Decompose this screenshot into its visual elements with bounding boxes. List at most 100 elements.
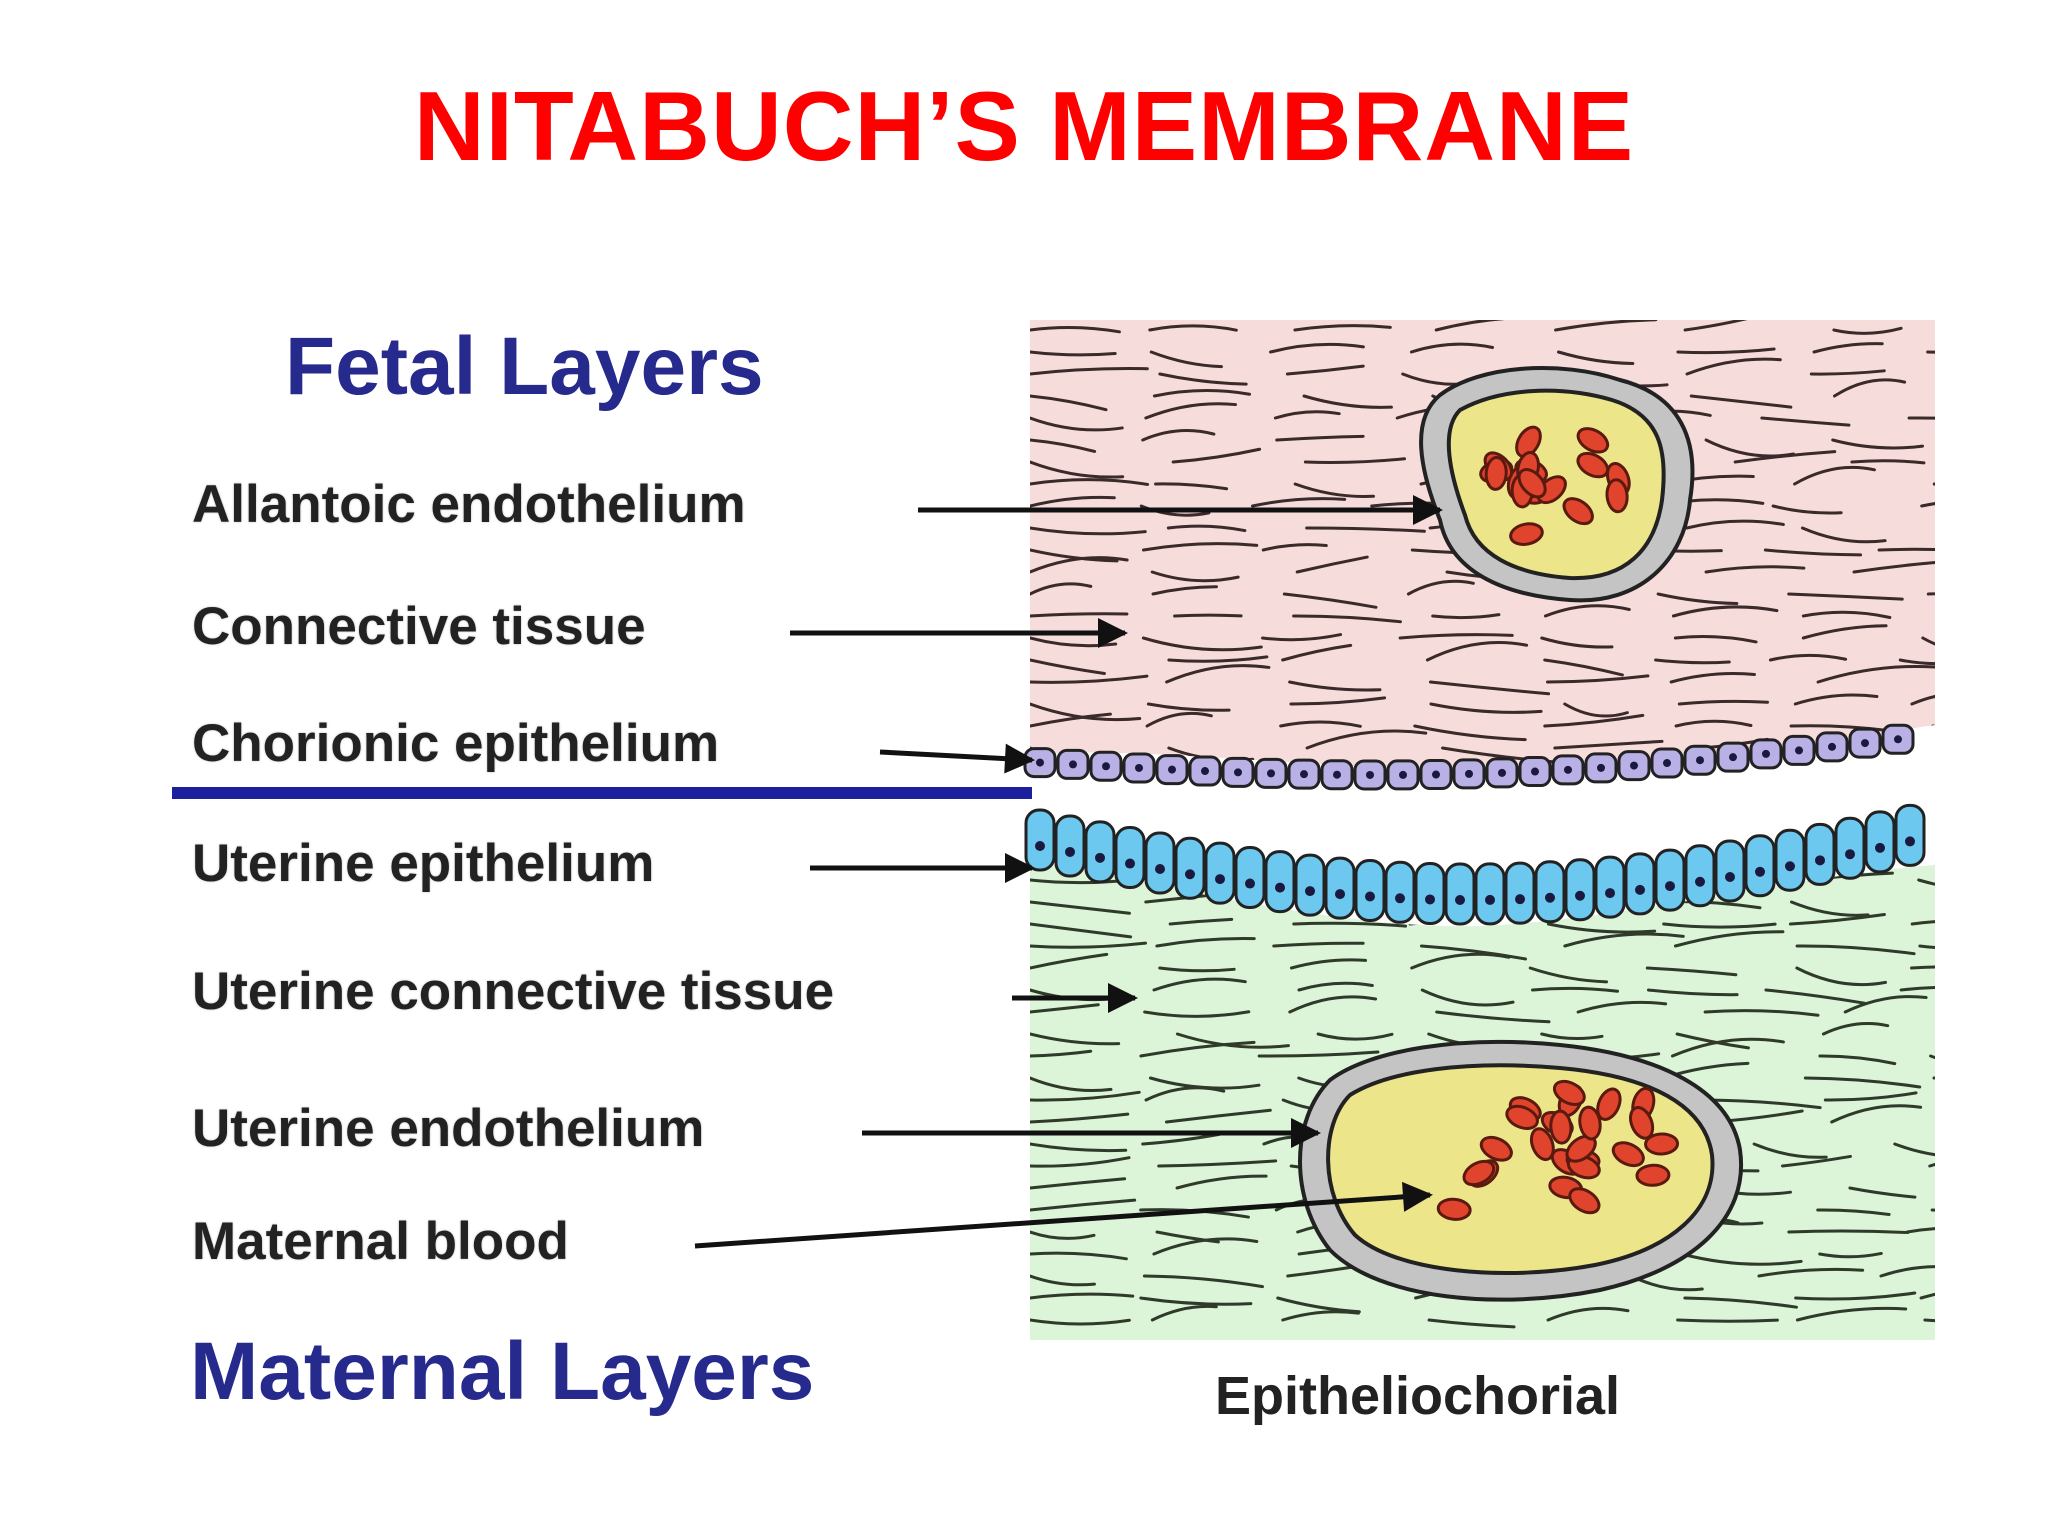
fetal-fiber	[1141, 636, 1263, 652]
label-allantoic-endothelium: Allantoic endothelium	[192, 475, 746, 534]
fetal-fiber	[1733, 450, 1837, 464]
uterine-epithelial-cell	[1204, 841, 1236, 905]
red-blood-cell	[1562, 497, 1594, 526]
uterine-epithelial-cell	[1774, 828, 1806, 892]
uterine-nucleus	[1215, 874, 1225, 885]
chorionic-nucleus	[1267, 769, 1275, 778]
chorionic-nucleus	[1630, 761, 1638, 770]
uterine-epithelial-cell	[1324, 856, 1356, 920]
maternal-fiber	[1703, 1009, 1820, 1017]
uterine-nucleus	[1365, 891, 1375, 902]
red-blood-cell	[1505, 1104, 1539, 1130]
uterine-nucleus	[1095, 852, 1105, 863]
chorionic-nucleus	[1696, 756, 1704, 765]
uterine-nucleus	[1245, 878, 1255, 889]
fetal-fiber	[1030, 394, 1108, 412]
red-blood-cell	[1549, 1109, 1573, 1145]
fetal-fiber	[1683, 320, 1758, 332]
red-blood-cell	[1552, 1079, 1586, 1106]
fetal-fiber	[1429, 702, 1543, 714]
maternal-fiber	[1410, 952, 1511, 970]
uterine-epithelial-cell	[1804, 822, 1836, 886]
uterine-nucleus	[1605, 888, 1615, 899]
fetal-fiber	[1434, 320, 1538, 332]
fetal-fiber	[1676, 347, 1776, 355]
uterine-nucleus	[1695, 876, 1705, 887]
fetal-fiber	[1151, 585, 1218, 596]
fetal-fiber	[1030, 658, 1106, 675]
fetal-fiber	[1171, 447, 1262, 464]
fetal-fiber	[1431, 613, 1501, 620]
red-blood-cell	[1436, 1197, 1472, 1221]
uterine-epithelial-cell	[1534, 860, 1566, 924]
maternal-fiber	[1030, 1142, 1128, 1153]
maternal-fiber	[1788, 912, 1886, 926]
fetal-fiber	[1425, 641, 1529, 662]
maternal-fiber	[1316, 1032, 1394, 1041]
fetal-fiber	[1030, 526, 1147, 536]
fetal-fiber	[1673, 635, 1758, 644]
maternal-fiber	[1823, 1091, 1918, 1102]
maternal-fiber	[1879, 1265, 1935, 1278]
fetal-fiber	[1165, 664, 1271, 684]
maternal-vessel-lumen	[1326, 1063, 1715, 1275]
fetal-fiber	[1261, 633, 1343, 642]
fetal-fiber	[1812, 342, 1884, 354]
maternal-fiber	[1816, 1208, 1891, 1216]
uterine-nucleus	[1785, 861, 1795, 872]
uterine-epithelial-cell	[1264, 850, 1296, 914]
fetal-fiber	[1261, 543, 1328, 552]
fetal-fiber	[1898, 658, 1935, 666]
maternal-fiber	[1818, 1054, 1897, 1066]
red-blood-cell	[1596, 1087, 1622, 1121]
slide-title: NITABUCH’S MEMBRANE	[413, 71, 1635, 181]
fetal-fiber	[1816, 664, 1935, 684]
red-blood-cell	[1484, 455, 1508, 491]
fetal-fiber	[1269, 342, 1365, 354]
maternal-fiber	[1910, 919, 1935, 927]
maternal-fiber	[1030, 1112, 1130, 1124]
fetal-fiber	[1793, 693, 1879, 706]
fetal-fiber	[1546, 674, 1650, 684]
maternal-fiber	[1546, 1306, 1630, 1322]
fetal-fiber	[1288, 680, 1382, 692]
uterine-epithelial-cell	[1594, 855, 1626, 919]
chorionic-nucleus	[1861, 739, 1869, 748]
maternal-fiber	[1139, 1296, 1253, 1306]
uterine-epithelial-cell	[1234, 846, 1266, 910]
fetal-fiber	[1148, 324, 1238, 332]
uterine-epithelial-cell	[1054, 814, 1086, 878]
maternal-fiber	[1917, 878, 1935, 895]
uterine-epithelial-cell	[1564, 858, 1596, 922]
fetal-fiber	[1557, 350, 1635, 366]
fetal-fiber	[1279, 720, 1362, 728]
maternal-fiber	[1272, 941, 1365, 948]
fetal-fiber	[1250, 497, 1347, 508]
red-blood-cell	[1529, 1127, 1555, 1162]
uterine-nucleus	[1065, 846, 1075, 857]
chorionic-nucleus	[1102, 762, 1110, 771]
chorionic-nucleus	[1333, 770, 1341, 779]
maternal-fiber	[1673, 930, 1785, 948]
maternal-fiber	[1030, 1076, 1113, 1093]
fetal-fiber	[1149, 350, 1223, 369]
chorionic-nucleus	[1465, 769, 1473, 778]
fetal-fiber	[1852, 559, 1935, 574]
fetal-fiber	[1285, 364, 1365, 376]
red-blood-cell	[1479, 1135, 1513, 1162]
uterine-epithelial-cell	[1834, 816, 1866, 880]
maternal-fiber	[1030, 1274, 1096, 1287]
maternal-fiber	[1757, 1267, 1865, 1278]
fetal-fiber	[1030, 582, 1093, 596]
maternal-fiber	[1144, 1086, 1226, 1102]
maternal-fiber	[1143, 1010, 1251, 1018]
maternal-fiber	[1297, 981, 1374, 992]
fetal-fiber	[1801, 610, 1892, 619]
chorionic-nucleus	[1498, 768, 1506, 777]
maternal-fiber	[1795, 1306, 1908, 1322]
fetal-fiber	[1553, 739, 1664, 750]
maternal-fiber	[1546, 922, 1657, 934]
label-uterine-connective-tissue: Uterine connective tissue	[192, 962, 835, 1021]
maternal-fiber	[1435, 1010, 1551, 1024]
uterine-nucleus	[1575, 890, 1585, 901]
